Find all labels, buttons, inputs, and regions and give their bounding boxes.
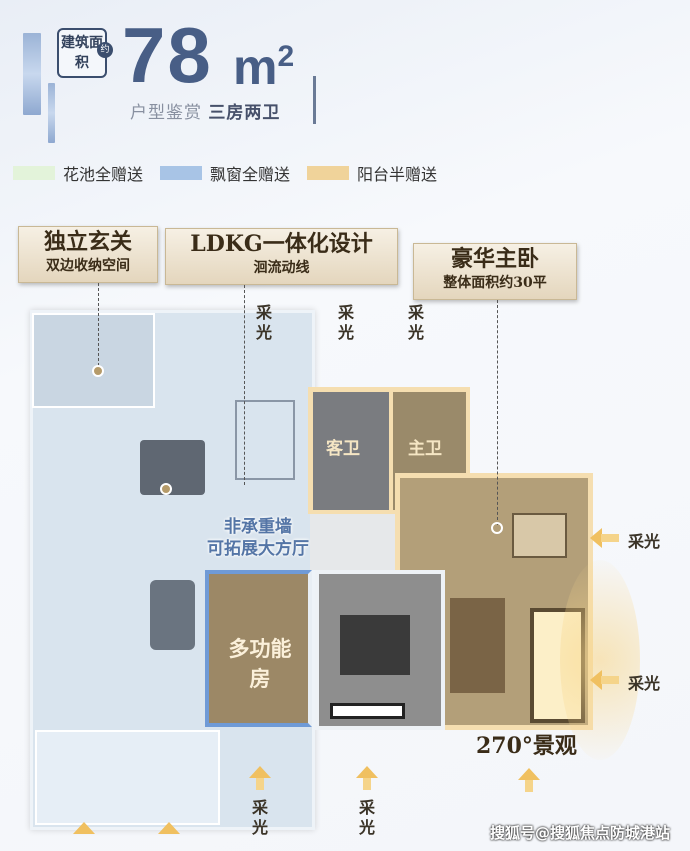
subtitle-b: 三房两卫 bbox=[208, 103, 281, 123]
callout-sub: 洄流动线 bbox=[253, 260, 310, 276]
multi-room-label: 多功能房 bbox=[228, 637, 292, 691]
callout-ldkg: LDKG一体化设计洄流动线 bbox=[165, 228, 398, 285]
light-text: 采光 bbox=[358, 798, 375, 837]
wall-note-1: 非承重墙 bbox=[224, 517, 292, 537]
wall-note: 非承重墙可拓展大方厅 bbox=[188, 516, 328, 560]
area-unit: m2 bbox=[233, 38, 294, 96]
leader-line bbox=[244, 285, 245, 485]
master-bath-label: 主卫 bbox=[408, 439, 442, 459]
second-window bbox=[330, 703, 405, 719]
light-arrow-stem bbox=[256, 778, 264, 790]
guest-bath-label: 客卫 bbox=[326, 439, 360, 459]
light-arrow-icon bbox=[590, 670, 602, 690]
decor-bar bbox=[48, 83, 55, 143]
callout-title: 独立玄关 bbox=[43, 229, 132, 255]
light-label: 采光 bbox=[255, 303, 273, 343]
legend-label: 飘窗全赠送 bbox=[210, 165, 291, 184]
light-text: 采光 bbox=[255, 303, 272, 342]
callout-master: 豪华主卧整体面积约30平 bbox=[413, 243, 577, 300]
light-label: 采光 bbox=[358, 798, 376, 838]
master-bed bbox=[450, 598, 505, 693]
light-arrow-icon bbox=[590, 528, 602, 548]
light-text: 采光 bbox=[251, 798, 268, 837]
light-label: 采光 bbox=[407, 303, 425, 343]
decor-bar bbox=[313, 76, 316, 124]
light-arrow-icon bbox=[518, 768, 540, 780]
marker-dot bbox=[491, 522, 503, 534]
watermark: 搜狐号@搜狐焦点防城港站 bbox=[490, 824, 671, 842]
balcony-strip bbox=[35, 730, 220, 825]
entry-room bbox=[32, 313, 155, 408]
subtitle-a: 户型鉴赏 bbox=[130, 103, 202, 123]
multi-function-room bbox=[205, 570, 312, 727]
light-arrow-stem bbox=[363, 778, 371, 790]
leader-line bbox=[98, 283, 99, 371]
second-bed bbox=[340, 615, 410, 675]
marker-dot bbox=[92, 365, 104, 377]
light-text: 采光 bbox=[407, 303, 424, 342]
callout-sub: 双边收纳空间 bbox=[46, 258, 130, 274]
decor-bar bbox=[23, 33, 41, 115]
corridor bbox=[310, 510, 400, 570]
light-label: 采光 bbox=[628, 532, 661, 551]
desk bbox=[512, 513, 567, 558]
callout-title: 豪华主卧 bbox=[450, 246, 539, 272]
light-arrow-stem bbox=[525, 780, 533, 792]
view-label: 270°景观 bbox=[476, 733, 577, 759]
light-arrow-stem bbox=[601, 534, 619, 542]
wall-note-2: 可拓展大方厅 bbox=[207, 539, 309, 559]
subtitle: 户型鉴赏 三房两卫 bbox=[130, 98, 280, 123]
unit-sup: 2 bbox=[277, 40, 295, 73]
approx-icon: 约 bbox=[97, 42, 113, 58]
light-label: 采光 bbox=[251, 798, 269, 838]
leader-line bbox=[497, 300, 498, 525]
light-arrow-icon bbox=[356, 766, 378, 778]
callout-title: LDKG一体化设计 bbox=[190, 231, 373, 257]
legend-swatch bbox=[160, 166, 202, 180]
callout-entry: 独立玄关双边收纳空间 bbox=[18, 226, 158, 283]
light-text: 采光 bbox=[337, 303, 354, 342]
legend-swatch bbox=[13, 166, 55, 180]
legend-item-bay-window: 飘窗全赠送 bbox=[160, 162, 290, 184]
light-label: 采光 bbox=[628, 674, 661, 693]
marker-dot bbox=[160, 483, 172, 495]
callout-sub: 整体面积约30平 bbox=[443, 275, 547, 291]
guest-bath bbox=[313, 392, 389, 510]
legend-item-balcony: 阳台半赠送 bbox=[307, 162, 437, 184]
view-glow bbox=[560, 560, 640, 760]
legend-swatch bbox=[307, 166, 349, 180]
legend-label: 阳台半赠送 bbox=[357, 165, 438, 184]
sofa bbox=[140, 440, 205, 495]
legend-item-planter: 花池全赠送 bbox=[13, 162, 143, 184]
dining bbox=[150, 580, 195, 650]
light-arrow-icon bbox=[158, 822, 180, 834]
light-label: 采光 bbox=[337, 303, 355, 343]
kitchen-counter bbox=[235, 400, 295, 480]
unit: m bbox=[233, 39, 278, 95]
light-arrow-icon bbox=[249, 766, 271, 778]
legend-label: 花池全赠送 bbox=[63, 165, 144, 184]
light-arrow-stem bbox=[601, 676, 619, 684]
area-value: 78 bbox=[122, 11, 213, 99]
light-arrow-icon bbox=[73, 822, 95, 834]
